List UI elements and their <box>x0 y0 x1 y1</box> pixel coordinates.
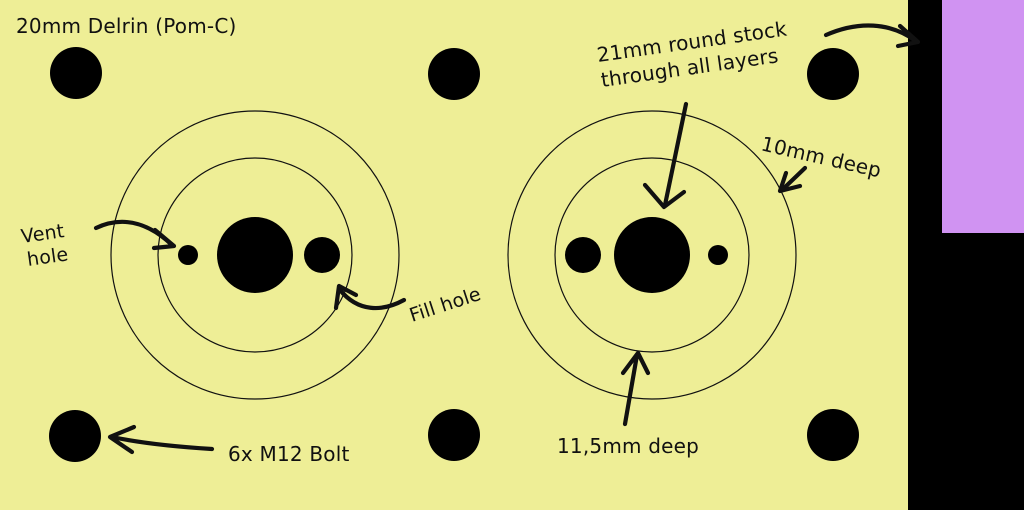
bolt-hole-group <box>49 47 859 462</box>
right-cluster-main-bore <box>614 217 690 293</box>
bolt-hole-top-left <box>50 47 102 99</box>
ten-mm-deep-arrow-shaft <box>779 165 808 193</box>
left-cluster-outer-counterbore <box>110 110 400 400</box>
offscreen-callout <box>823 23 921 49</box>
right-cluster-outer-counterbore <box>507 110 797 400</box>
bolt-hole-bottom-center <box>428 409 480 461</box>
right-cluster-inner-counterbore <box>554 157 750 353</box>
accent-panel <box>942 0 1024 233</box>
offscreen-arrow-head <box>895 23 921 49</box>
bolt-callout-arrow-head <box>107 424 137 455</box>
left-hole-right-cluster <box>565 237 601 273</box>
bolt-hole-top-center <box>428 48 480 100</box>
left-cluster-inner-counterbore <box>157 157 353 353</box>
bolt-hole-top-right <box>807 48 859 100</box>
fill-hole-arrow-shaft <box>337 287 407 311</box>
bolt-hole-bottom-left <box>49 410 101 462</box>
left-cluster-main-bore <box>217 217 293 293</box>
eleven-five-deep-label: 11,5mm deep <box>557 434 699 458</box>
right-cluster <box>507 110 797 400</box>
eleven-five-deep-arrow-shaft <box>622 352 640 427</box>
eleven-five-deep-arrow-head <box>620 350 651 376</box>
eleven-five-deep-callout: 11,5mm deep <box>557 350 699 458</box>
small-left-hole-left-cluster <box>178 245 198 265</box>
left-cluster <box>110 110 400 400</box>
fill-hole-arrow-head <box>333 283 359 311</box>
bolt-callout-label: 6x M12 Bolt <box>228 442 350 466</box>
bolt-callout: 6x M12 Bolt <box>107 424 350 466</box>
right-hole-left-cluster <box>304 237 340 273</box>
round-stock-arrow-shaft <box>662 101 689 208</box>
bolt-callout-arrow-shaft <box>109 434 215 452</box>
small-right-hole-right-cluster <box>708 245 728 265</box>
ten-mm-deep-arrow-head <box>777 170 803 194</box>
vent-hole-arrow-head <box>151 227 177 251</box>
bolt-hole-bottom-right <box>807 409 859 461</box>
page-title: 20mm Delrin (Pom-C) <box>16 14 237 38</box>
round-stock-arrow-head <box>642 182 687 210</box>
